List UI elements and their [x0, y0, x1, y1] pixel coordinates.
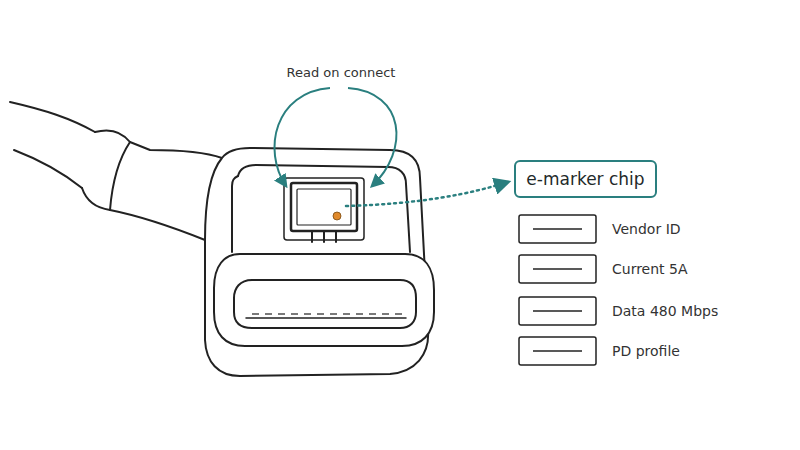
contact-pin [278, 313, 285, 314]
strain-relief [95, 130, 222, 158]
field-label: PD profile [612, 343, 680, 359]
field-box [519, 297, 596, 325]
contact-pin [291, 313, 298, 314]
field-box [519, 215, 596, 243]
leader-line [346, 182, 508, 206]
contact-pin [252, 313, 259, 314]
field-line [533, 310, 582, 312]
arrow-label: Read on connect [287, 65, 396, 80]
housing-face [232, 176, 238, 252]
strain-relief [82, 188, 205, 240]
field-box [519, 337, 596, 365]
contact-pin [330, 313, 337, 314]
connector-shell [214, 254, 434, 346]
contact-pin [304, 313, 311, 314]
chip-leg [312, 231, 336, 242]
field-label: Vendor ID [612, 221, 681, 237]
field-label: Current 5A [612, 261, 688, 277]
housing-face [238, 165, 410, 252]
cable-edge [10, 102, 95, 132]
box-title: e-marker chip [526, 169, 644, 189]
chip-die [297, 189, 351, 225]
field-line [533, 350, 582, 352]
cable-edge [14, 150, 82, 188]
field-box [519, 255, 596, 283]
field-label: Data 480 Mbps [612, 303, 718, 319]
label-box: e-marker chip [514, 160, 657, 198]
strain-relief [110, 142, 130, 210]
contact-pin [317, 313, 324, 314]
contact-pin [343, 313, 350, 314]
contact-pin [369, 313, 376, 314]
contact-pin [382, 313, 389, 314]
contact-pin [356, 313, 363, 314]
contact-row [246, 317, 406, 319]
read-arrow [274, 88, 330, 186]
contact-pin [395, 313, 402, 314]
field-line [533, 228, 582, 230]
read-arrow [348, 88, 396, 186]
connector-slot [234, 280, 416, 328]
contact-pin [265, 313, 272, 314]
status-dot [333, 212, 341, 220]
field-line [533, 268, 582, 270]
